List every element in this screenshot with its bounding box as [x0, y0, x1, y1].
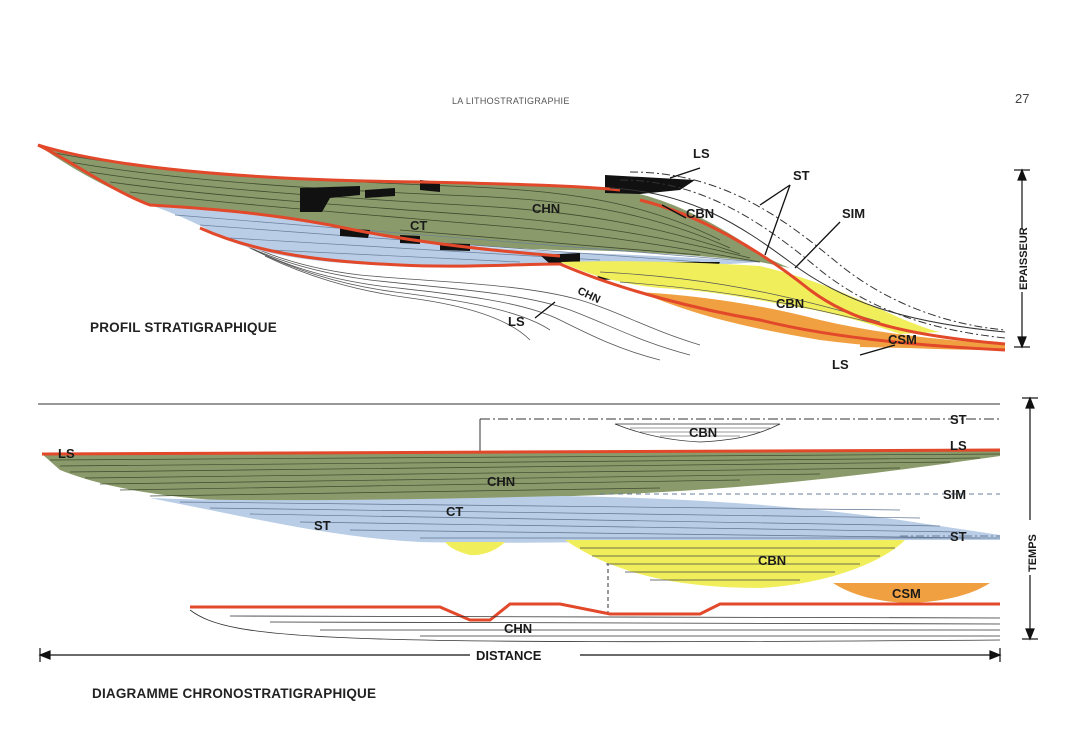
profile-label-csm: CSM: [888, 332, 917, 347]
cbn-yellow-body: [560, 261, 940, 334]
chrono-cbn-small-lens: [445, 542, 505, 556]
chrono-st-bracket: [479, 418, 1000, 612]
chrono-label-sim: SIM: [943, 487, 966, 502]
distance-axis: [38, 648, 1002, 662]
chrono-label-chn-bottom: CHN: [504, 621, 532, 636]
profile-label-ct: CT: [410, 218, 427, 233]
profile-label-ls-top: LS: [693, 146, 710, 161]
chrono-label-cbn-top: CBN: [689, 425, 717, 440]
chrono-label-ls-right: LS: [950, 438, 967, 453]
profile-label-sim: SIM: [842, 206, 865, 221]
profile-label-chn: CHN: [532, 201, 560, 216]
chrono-chn-green-body: [42, 450, 1000, 502]
chrono-csm-orange-body: [833, 583, 990, 603]
profile-label-cbn: CBN: [776, 296, 804, 311]
chrono-label-chn: CHN: [487, 474, 515, 489]
csm-orange-body: [640, 292, 1005, 350]
chrono-label-ls-left: LS: [58, 446, 75, 461]
profile-caption: PROFIL STRATIGRAPHIQUE: [90, 320, 277, 335]
chrono-label-st-right: ST: [950, 529, 967, 544]
chrono-ct-lines: [179, 501, 1000, 539]
chrono-chn-lines: [49, 453, 1001, 497]
distance-label: DISTANCE: [476, 648, 542, 663]
chrono-label-ct: CT: [446, 504, 463, 519]
chrono-label-st-top-right: ST: [950, 412, 967, 427]
chrono-caption: DIAGRAMME CHRONOSTRATIGRAPHIQUE: [92, 686, 377, 701]
profile-label-ls-bottom: LS: [832, 357, 849, 372]
chrono-label-st-left: ST: [314, 518, 331, 533]
profile-lower-lines: [209, 224, 701, 361]
chrono-label-cbn: CBN: [758, 553, 786, 568]
chrono-red-surfaces: [41, 448, 1001, 622]
epaisseur-axis: [1014, 168, 1030, 349]
profile-arrows: [534, 167, 896, 356]
epaisseur-label: EPAISSEUR: [1018, 227, 1030, 290]
temps-axis: [1022, 396, 1038, 641]
profile-label-ls-left: LS: [508, 314, 525, 329]
chrono-label-csm: CSM: [892, 586, 921, 601]
chrono-cbn-top-lens: [614, 423, 781, 443]
st-dashed: [609, 171, 1006, 339]
temps-label: TEMPS: [1027, 534, 1039, 572]
page-number: 27: [1015, 91, 1030, 106]
running-header: LA LITHOSTRATIGRAPHIE: [452, 96, 570, 106]
chrono-chn-bottom-lines: [189, 609, 1001, 643]
red-surfaces: [37, 143, 1006, 352]
profile-label-st: ST: [793, 168, 810, 183]
profile-label-cbn-top: CBN: [686, 206, 714, 221]
